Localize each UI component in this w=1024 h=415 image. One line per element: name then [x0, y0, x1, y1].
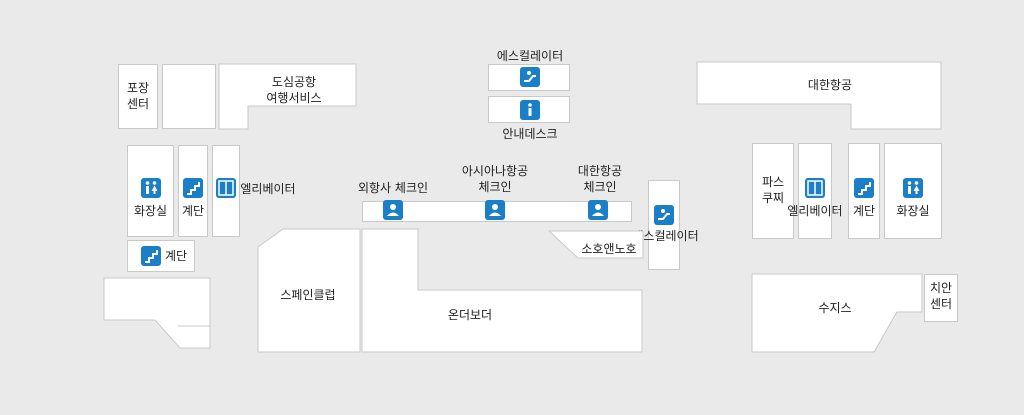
elevator-left-label: 엘리베이터 [240, 182, 296, 196]
dental-center-room[interactable] [924, 274, 958, 322]
soho-and-noho-label: 소호앤노호 [581, 242, 637, 256]
restroom-icon [903, 178, 923, 198]
escalator-icon [654, 205, 674, 225]
spain-club-label: 스페인클럽 [280, 288, 336, 302]
stairs-icon [183, 178, 203, 198]
restroom-left-label: 화장실 [133, 204, 168, 218]
restroom-icon [141, 178, 161, 198]
stairs-right-label: 계단 [852, 204, 876, 218]
asiana-checkin-label: 아시아나항공 체크인 [461, 164, 529, 194]
ondeboder-label: 온더보더 [447, 308, 493, 322]
person-icon[interactable] [588, 200, 608, 220]
paris-coffee-room[interactable] [752, 143, 794, 239]
city-airport-label: 도심공항 여행서비스 [266, 75, 322, 105]
stairs-icon [854, 178, 874, 198]
person-icon[interactable] [383, 200, 403, 220]
elevator-icon [805, 178, 825, 198]
person-icon[interactable] [485, 200, 505, 220]
stairs-icon [141, 246, 161, 266]
restroom-right-label: 화장실 [896, 204, 930, 218]
paris-coffee-label: 파스 쿠찌 [761, 175, 785, 205]
elevator-right-room[interactable] [798, 143, 832, 239]
korean-air-label: 대한항공 [807, 78, 853, 92]
info-desk-label: 안내데스크 [502, 127, 558, 141]
packing-center-room[interactable] [118, 64, 158, 129]
foreign-checkin-label: 외항사 체크인 [357, 181, 429, 195]
korean-air-checkin-label: 대한항공 체크인 [577, 164, 623, 194]
suzis-label: 수지스 [818, 301, 852, 315]
stairs-left-label: 계단 [181, 204, 205, 218]
info-icon [520, 100, 540, 120]
unnamed-room-left-top [162, 64, 216, 129]
dental-center-label: 치안 센터 [929, 281, 953, 311]
elevator-right-label: 엘리베이터 [787, 204, 843, 218]
stairs-left-lower-room[interactable] [127, 240, 195, 272]
stairs-left-lower-label: 계단 [164, 249, 188, 263]
escalator-right-label: 에스컬레이터 [632, 229, 699, 243]
escalator-icon [520, 67, 540, 87]
elevator-icon [216, 178, 236, 198]
escalator-right-box[interactable] [648, 180, 680, 270]
escalator-top-label: 에스컬레이터 [496, 49, 564, 63]
packing-center-label: 포장 센터 [126, 81, 150, 111]
